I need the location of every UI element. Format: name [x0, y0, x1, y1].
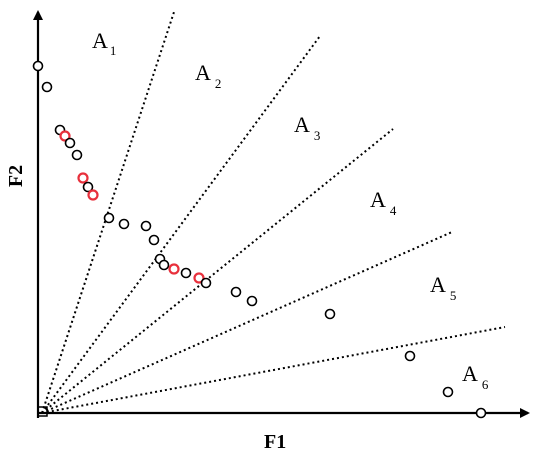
highlighted-point: [168, 263, 180, 275]
data-point: [103, 212, 115, 224]
data-point: [71, 149, 83, 161]
divider-line-4: [41, 231, 453, 414]
data-point: [32, 60, 44, 72]
divider-line-3: [41, 128, 394, 414]
data-point: [140, 220, 152, 232]
svg-text:A6: A6: [462, 361, 489, 392]
divider-line-1: [41, 11, 175, 414]
data-point: [180, 267, 192, 279]
highlighted-point: [87, 189, 99, 201]
data-point: [158, 259, 170, 271]
region-dividers: [41, 11, 506, 414]
svg-text:A2: A2: [195, 60, 221, 91]
data-point: [475, 407, 487, 419]
highlighted-point: [59, 130, 71, 142]
data-point: [200, 277, 212, 289]
x-axis-label: F1: [264, 431, 286, 453]
data-point: [148, 234, 160, 246]
data-point: [246, 295, 258, 307]
svg-text:A3: A3: [294, 112, 320, 143]
data-point: [64, 137, 76, 149]
data-point: [118, 218, 130, 230]
divider-line-5: [41, 326, 506, 414]
highlighted-point: [193, 272, 205, 284]
svg-text:A5: A5: [430, 272, 456, 303]
y-axis-label: F2: [5, 165, 27, 187]
data-point: [230, 286, 242, 298]
data-point: [41, 81, 53, 93]
divider-line-2: [41, 35, 321, 414]
svg-text:A1: A1: [92, 28, 116, 58]
highlighted-point: [77, 172, 89, 184]
sample-points: [32, 60, 487, 419]
origin-marker: [37, 406, 48, 417]
svg-text:A4: A4: [370, 187, 397, 218]
data-point: [442, 386, 454, 398]
data-point: [404, 350, 416, 362]
data-point: [82, 181, 94, 193]
data-point: [324, 308, 336, 320]
